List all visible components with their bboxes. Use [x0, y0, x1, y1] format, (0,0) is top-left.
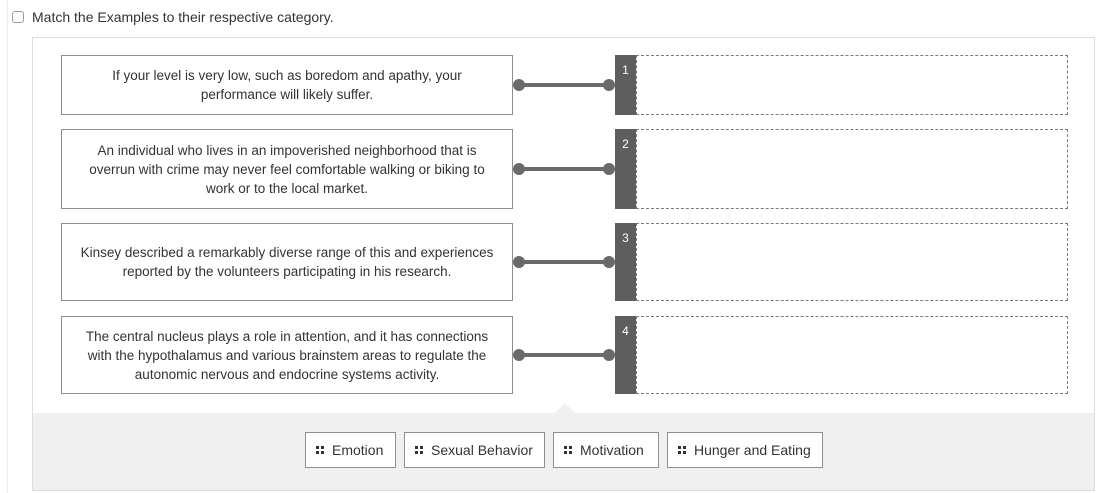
example-box[interactable]: An individual who lives in an impoverish…	[61, 129, 513, 209]
drop-zone-1[interactable]	[636, 55, 1068, 115]
drop-number: 1	[615, 55, 636, 115]
category-tray: Emotion Sexual Behavior Motivation Hunge…	[33, 403, 1094, 490]
connector-line-icon	[513, 79, 615, 91]
drag-grip-icon	[564, 446, 572, 454]
drop-number: 4	[615, 316, 636, 394]
drop-zone-2[interactable]	[636, 129, 1068, 209]
example-text: Kinsey described a remarkably diverse ra…	[80, 245, 494, 279]
left-divider	[7, 0, 8, 493]
match-row-4: The central nucleus plays a role in atte…	[61, 316, 1068, 394]
connector-line-icon	[513, 163, 615, 175]
example-text: An individual who lives in an impoverish…	[89, 142, 485, 196]
category-chip-motivation[interactable]: Motivation	[553, 432, 659, 468]
connector-line-icon	[513, 256, 615, 268]
example-text: If your level is very low, such as bored…	[112, 68, 462, 102]
match-row-2: An individual who lives in an impoverish…	[61, 129, 1068, 209]
category-chip-emotion[interactable]: Emotion	[305, 432, 396, 468]
drop-number: 3	[615, 223, 636, 301]
category-chip-sexual-behavior[interactable]: Sexual Behavior	[404, 432, 545, 468]
drag-grip-icon	[678, 446, 686, 454]
tray-pointer	[555, 403, 575, 413]
instruction-text: Match the Examples to their respective c…	[32, 9, 334, 25]
category-label: Emotion	[332, 442, 384, 458]
example-box[interactable]: If your level is very low, such as bored…	[61, 55, 513, 115]
drop-zone-3[interactable]	[636, 223, 1068, 301]
category-label: Hunger and Eating	[694, 442, 811, 458]
drop-zone-4[interactable]	[636, 316, 1068, 394]
connector-line-icon	[513, 349, 615, 361]
category-label: Sexual Behavior	[431, 442, 533, 458]
drag-grip-icon	[316, 446, 324, 454]
match-row-1: If your level is very low, such as bored…	[61, 55, 1068, 115]
example-text: The central nucleus plays a role in atte…	[85, 328, 489, 382]
category-chip-hunger-and-eating[interactable]: Hunger and Eating	[667, 432, 823, 468]
drag-grip-icon	[415, 446, 423, 454]
category-label: Motivation	[580, 442, 644, 458]
match-row-3: Kinsey described a remarkably diverse ra…	[61, 223, 1068, 301]
example-box[interactable]: Kinsey described a remarkably diverse ra…	[61, 223, 513, 301]
example-box[interactable]: The central nucleus plays a role in atte…	[61, 316, 513, 394]
drop-number: 2	[615, 129, 636, 209]
instruction-checkbox[interactable]	[12, 11, 24, 23]
matching-panel: If your level is very low, such as bored…	[32, 37, 1095, 491]
instruction: Match the Examples to their respective c…	[12, 8, 334, 26]
